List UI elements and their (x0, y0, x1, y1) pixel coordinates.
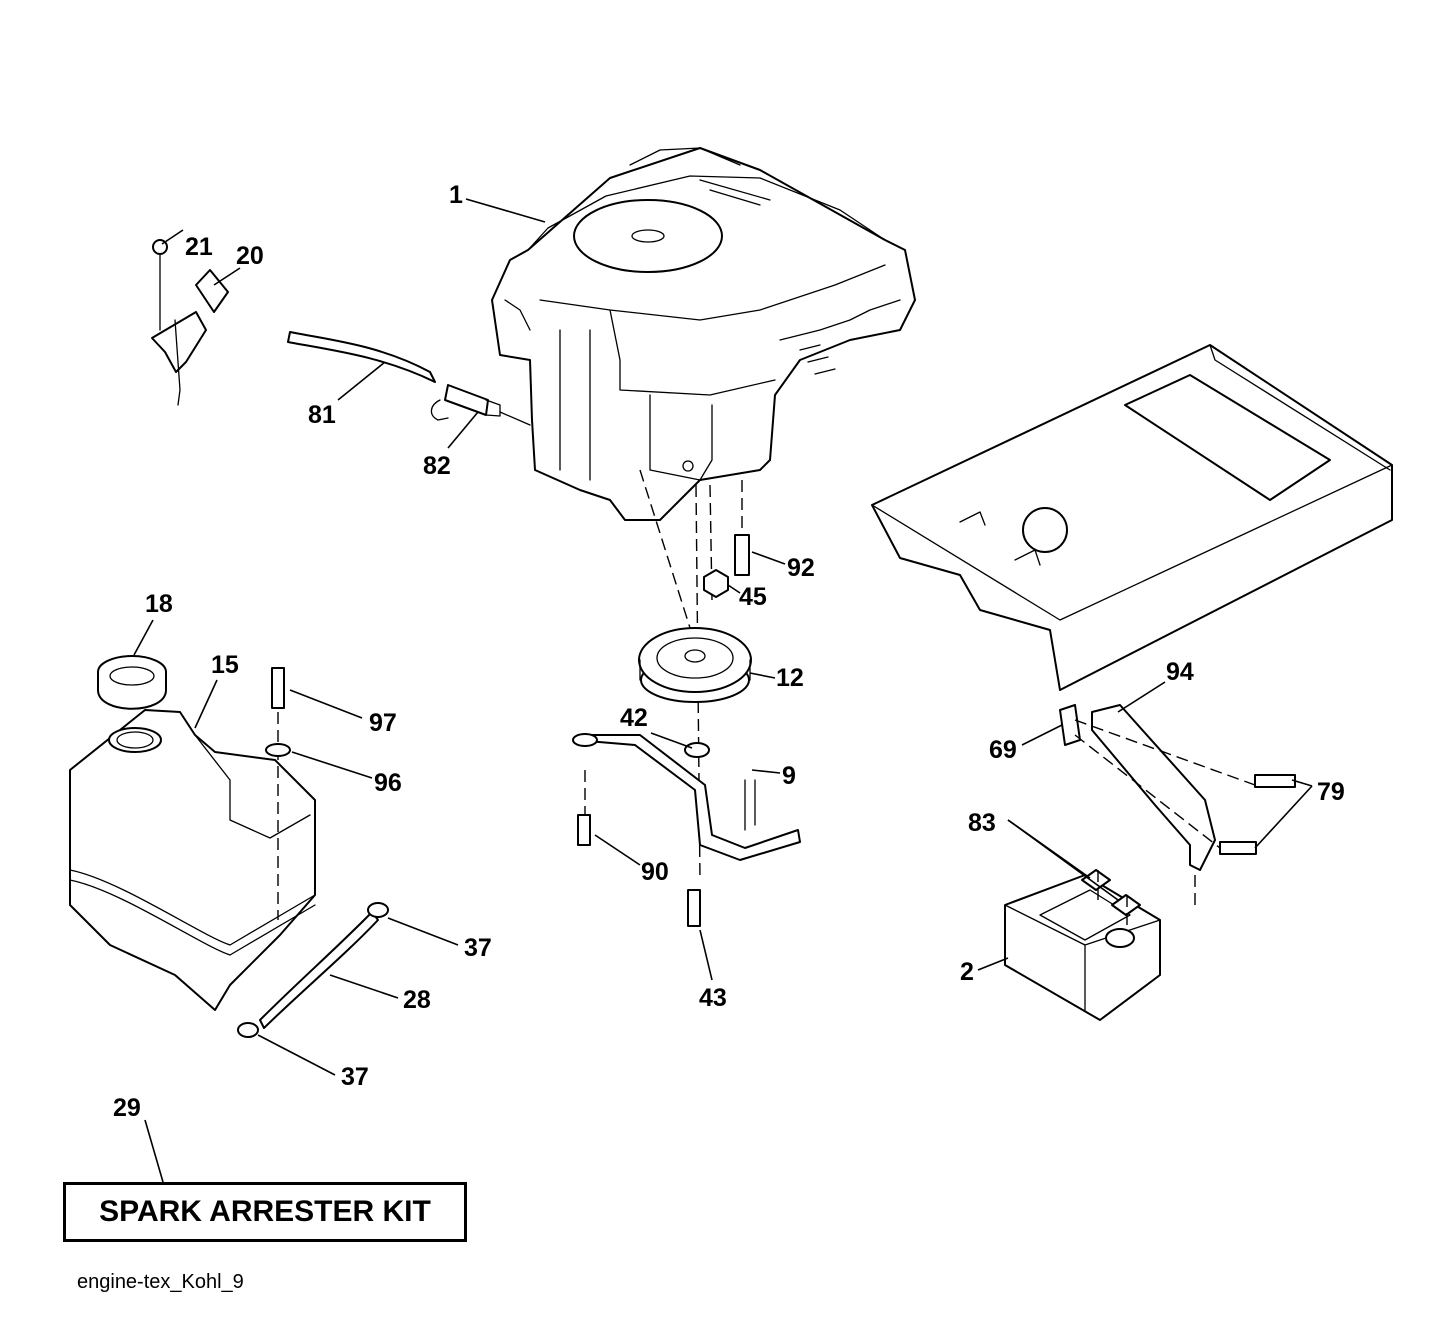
callout-15: 15 (211, 651, 239, 679)
spark-arrester-kit-label: SPARK ARRESTER KIT (99, 1195, 431, 1228)
callout-69: 69 (989, 736, 1017, 764)
fuel-hose-drawing (237, 902, 389, 1038)
callout-37-lower: 37 (341, 1063, 369, 1091)
callout-labels: 1 21 20 81 82 92 45 12 42 9 90 43 18 15 … (113, 181, 1345, 1122)
callout-37-upper: 37 (464, 934, 492, 962)
callout-45: 45 (739, 583, 767, 611)
callout-9: 9 (782, 762, 796, 790)
callout-83: 83 (968, 809, 996, 837)
engine-drawing (491, 147, 916, 521)
fuel-line-drawing (287, 331, 531, 426)
callout-79: 79 (1317, 778, 1345, 806)
fuel-tank-drawing (69, 709, 316, 1011)
throttle-control-drawing (151, 239, 229, 406)
callout-1: 1 (449, 181, 463, 209)
callout-21: 21 (185, 233, 213, 261)
callout-28: 28 (403, 986, 431, 1014)
fuel-cap-drawing (97, 655, 167, 710)
callout-2: 2 (960, 958, 974, 986)
pulley-drawing (638, 469, 752, 927)
callout-96: 96 (374, 769, 402, 797)
callout-18: 18 (145, 590, 173, 618)
callout-92: 92 (787, 554, 815, 582)
belt-guide-drawing (572, 733, 801, 861)
callout-81: 81 (308, 401, 336, 429)
chassis-frame-drawing (871, 344, 1393, 691)
callout-12: 12 (776, 664, 804, 692)
callout-20: 20 (236, 242, 264, 270)
callout-43: 43 (699, 984, 727, 1012)
callout-42: 42 (620, 704, 648, 732)
callout-90: 90 (641, 858, 669, 886)
callout-97: 97 (369, 709, 397, 737)
callout-29: 29 (113, 1094, 141, 1122)
leader-lines (133, 198, 1313, 1183)
drawing-code: engine-tex_Kohl_9 (77, 1271, 244, 1293)
callout-94: 94 (1166, 658, 1194, 686)
muffler-drawing (1004, 704, 1296, 1021)
spark-arrester-kit-box: SPARK ARRESTER KIT (63, 1182, 467, 1242)
callout-82: 82 (423, 452, 451, 480)
screw-drawing (265, 667, 291, 757)
